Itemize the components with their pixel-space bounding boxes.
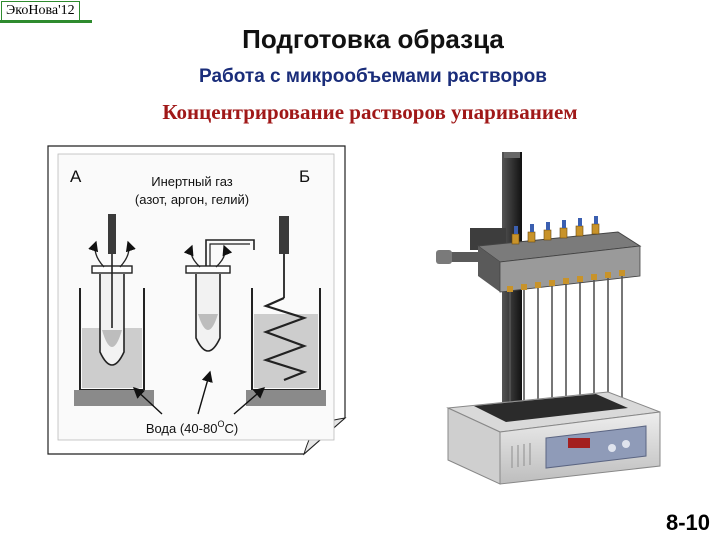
slide-title: Подготовка образца — [0, 24, 720, 55]
slide-subtitle-text: Работа с микрообъемами растворов — [199, 66, 547, 87]
badge-underline — [0, 20, 92, 23]
arrow-to-beaker-a — [132, 387, 163, 415]
water-label: Вода (40-80OC) — [146, 419, 238, 436]
beaker-b — [246, 216, 326, 406]
label-b: Б — [299, 167, 310, 186]
water-label-suffix: C) — [224, 421, 238, 436]
gas-label-line1: Инертный газ — [151, 174, 233, 189]
slide-number: 8-10 — [665, 510, 710, 535]
conference-badge: ЭкоНова'12 — [1, 1, 80, 21]
section-heading: Концентрирование растворов упариванием — [0, 100, 720, 125]
slide-title-text: Подготовка образца — [242, 24, 504, 54]
gas-label-line2: (азот, аргон, гелий) — [135, 192, 249, 207]
microtube — [183, 239, 255, 352]
label-a: А — [70, 167, 82, 186]
section-heading-text: Концентрирование растворов упариванием — [162, 100, 578, 124]
slide-subtitle: Работа с микрообъемами растворов — [0, 66, 720, 88]
evaporation-diagram: А Б Инертный газ (азот, аргон, гелий) — [47, 145, 347, 456]
evaporator-device-image — [436, 152, 661, 485]
arrow-to-tube — [197, 370, 213, 415]
water-label-degree: O — [217, 419, 224, 429]
water-label-prefix: Вода (40-80 — [146, 421, 218, 436]
arrow-to-beaker-b — [233, 387, 266, 415]
